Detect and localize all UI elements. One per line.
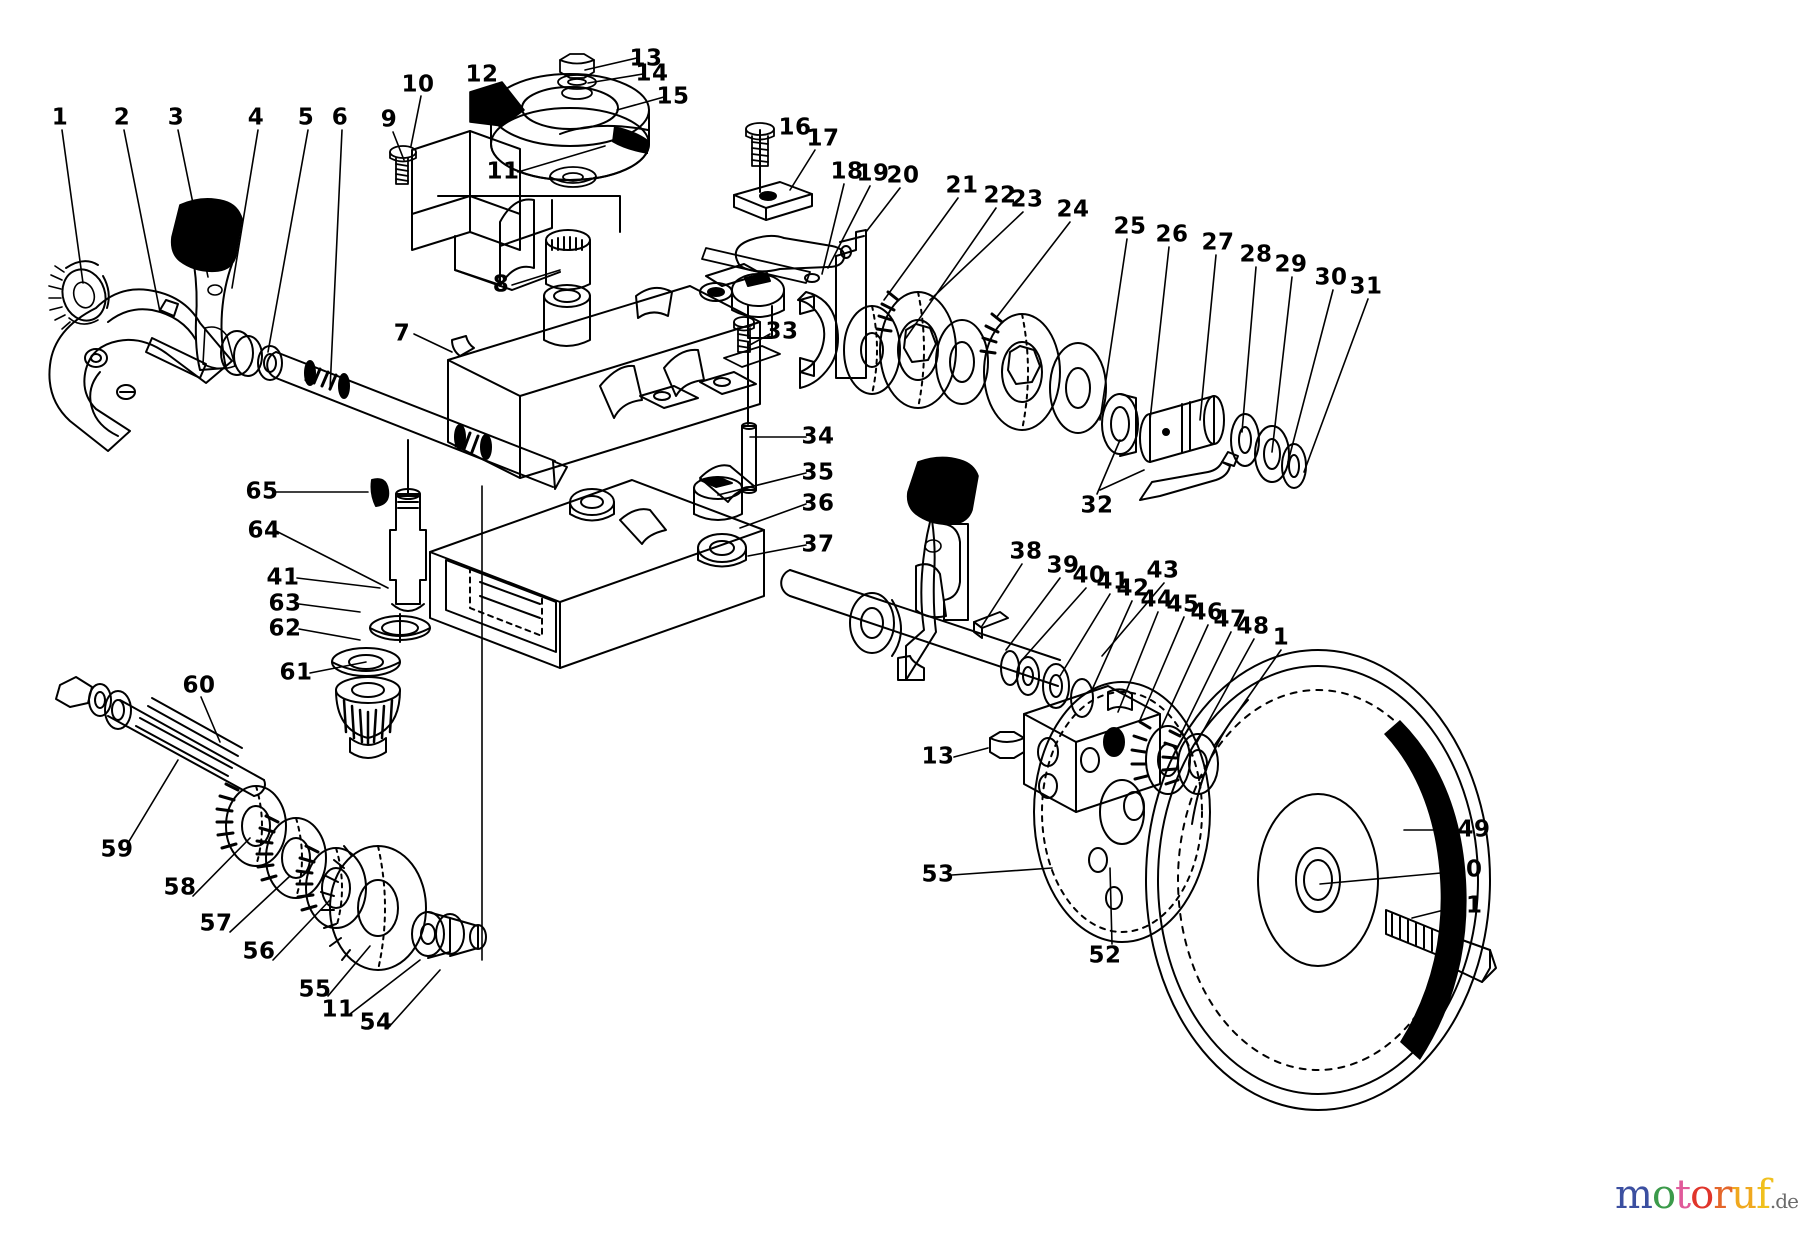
callout-63: 63	[268, 590, 302, 617]
callout-21: 21	[945, 172, 979, 199]
callout-11: 11	[321, 996, 355, 1023]
callout-34: 34	[801, 423, 835, 450]
callout-50: 50	[1449, 856, 1483, 883]
callout-7: 7	[393, 320, 411, 347]
callout-45: 45	[1166, 591, 1200, 618]
callout-8: 8	[492, 271, 510, 298]
callout-16: 16	[778, 114, 812, 141]
callout-43: 43	[1146, 557, 1180, 584]
callout-61: 61	[279, 659, 313, 686]
callout-13: 13	[921, 743, 955, 770]
callout-23: 23	[1010, 186, 1044, 213]
callout-41: 41	[266, 564, 300, 591]
callout-4: 4	[247, 104, 265, 131]
callout-48: 48	[1236, 613, 1270, 640]
callout-56: 56	[242, 938, 276, 965]
watermark-letter: u	[1731, 1172, 1757, 1218]
watermark-suffix: .de	[1769, 1189, 1799, 1213]
watermark-letter: t	[1675, 1172, 1691, 1218]
callout-44: 44	[1140, 586, 1174, 613]
callout-36: 36	[801, 490, 835, 517]
callout-33: 33	[765, 318, 799, 345]
callout-18: 18	[830, 158, 864, 185]
callout-51: 51	[1449, 892, 1483, 919]
callout-5: 5	[297, 104, 315, 131]
callout-54: 54	[359, 1009, 393, 1036]
callout-6: 6	[331, 104, 349, 131]
callout-41: 41	[1096, 568, 1130, 595]
callout-59: 59	[100, 836, 134, 863]
callout-32: 32	[1080, 492, 1114, 519]
callout-19: 19	[856, 160, 890, 187]
callout-28: 28	[1239, 241, 1273, 268]
callout-26: 26	[1155, 221, 1189, 248]
callout-35: 35	[801, 459, 835, 486]
callout-17: 17	[806, 125, 840, 152]
motoruf-watermark: motoruf.de	[1615, 1172, 1799, 1218]
callout-52: 52	[1088, 942, 1122, 969]
callout-20: 20	[886, 162, 920, 189]
callout-1: 1	[1272, 624, 1290, 651]
callout-13: 13	[629, 45, 663, 72]
callout-65: 65	[245, 478, 279, 505]
watermark-letter: m	[1615, 1172, 1653, 1218]
callout-60: 60	[182, 672, 216, 699]
callout-49: 49	[1457, 816, 1491, 843]
callout-38: 38	[1009, 538, 1043, 565]
callout-64: 64	[247, 517, 281, 544]
callout-57: 57	[199, 910, 233, 937]
callout-58: 58	[163, 874, 197, 901]
callout-1: 1	[51, 104, 69, 131]
callout-14: 14	[635, 60, 669, 87]
callout-2: 2	[113, 104, 131, 131]
callout-30: 30	[1314, 264, 1348, 291]
callout-53: 53	[921, 861, 955, 888]
callout-42: 42	[1116, 575, 1150, 602]
callout-55: 55	[298, 976, 332, 1003]
callout-10: 10	[401, 71, 435, 98]
callout-25: 25	[1113, 213, 1147, 240]
callout-12: 12	[465, 61, 499, 88]
watermark-letter: f	[1756, 1172, 1771, 1218]
callout-46: 46	[1190, 599, 1224, 626]
callout-39: 39	[1046, 552, 1080, 579]
callout-22: 22	[983, 182, 1017, 209]
callout-40: 40	[1072, 562, 1106, 589]
callout-37: 37	[801, 531, 835, 558]
callout-29: 29	[1274, 251, 1308, 278]
callout-31: 31	[1349, 273, 1383, 300]
callout-24: 24	[1056, 196, 1090, 223]
callout-9: 9	[380, 106, 398, 133]
watermark-letter: o	[1690, 1172, 1714, 1218]
watermark-letter: r	[1713, 1172, 1732, 1218]
callout-47: 47	[1213, 606, 1247, 633]
callout-11: 11	[486, 158, 520, 185]
callout-3: 3	[167, 104, 185, 131]
callout-27: 27	[1201, 229, 1235, 256]
callout-15: 15	[656, 83, 690, 110]
watermark-letter: o	[1651, 1172, 1676, 1218]
callout-62: 62	[268, 615, 302, 642]
